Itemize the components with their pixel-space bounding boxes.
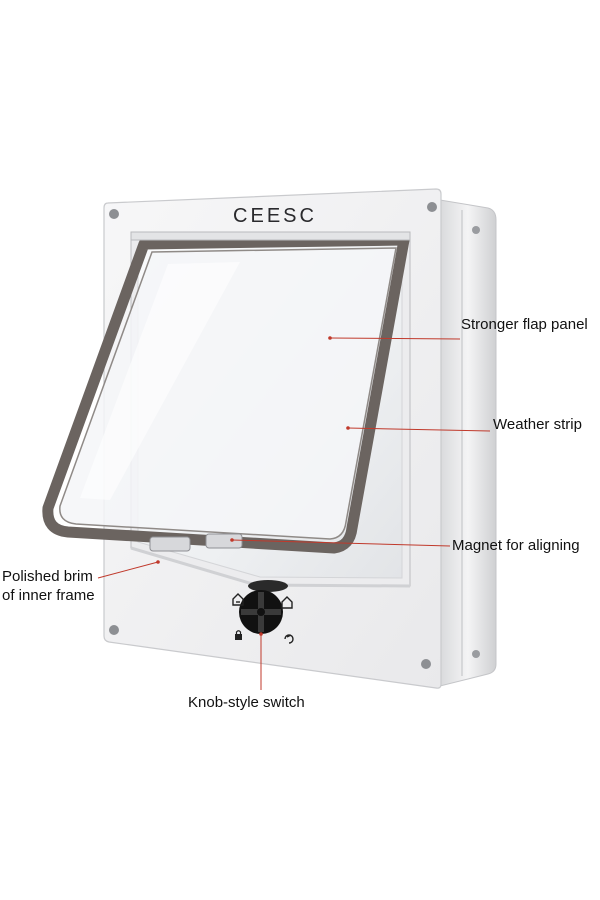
callout-brim-line2: of inner frame	[2, 587, 95, 604]
magnet-clips	[149, 533, 243, 552]
weather-strip	[42, 234, 410, 554]
lock-icon	[235, 630, 242, 640]
callout-knob-switch: Knob-style switch	[188, 694, 305, 711]
callout-weather-strip: Weather strip	[493, 416, 582, 433]
hinge-bar	[130, 231, 411, 241]
callout-flap-panel: Stronger flap panel	[461, 316, 588, 333]
magnet-clip	[149, 536, 191, 552]
open-both-icon	[284, 634, 294, 644]
magnet-clip	[205, 533, 243, 549]
screw-hole	[109, 625, 119, 635]
leader-weather	[347, 427, 491, 432]
rear-frame	[439, 199, 497, 687]
screw-hole	[421, 659, 431, 669]
callout-brim-line1: Polished brim	[2, 568, 93, 585]
screw-hole	[109, 209, 119, 219]
callout-polished-brim: Polished brim of inner frame	[2, 567, 95, 605]
screw-hole	[427, 202, 437, 212]
callout-magnet: Magnet for aligning	[452, 537, 580, 554]
leader-magnet	[231, 539, 451, 547]
house-in-icon	[232, 593, 244, 606]
knob-switch	[239, 580, 288, 634]
house-out-icon	[281, 596, 293, 609]
leader-brim	[97, 561, 159, 579]
flap-panel	[42, 234, 410, 554]
rear-screw-hole	[472, 650, 480, 658]
brand-logo: CEESC	[233, 205, 317, 227]
rear-screw-hole	[472, 226, 480, 234]
leader-flap	[329, 337, 461, 340]
leader-lines	[97, 336, 491, 690]
